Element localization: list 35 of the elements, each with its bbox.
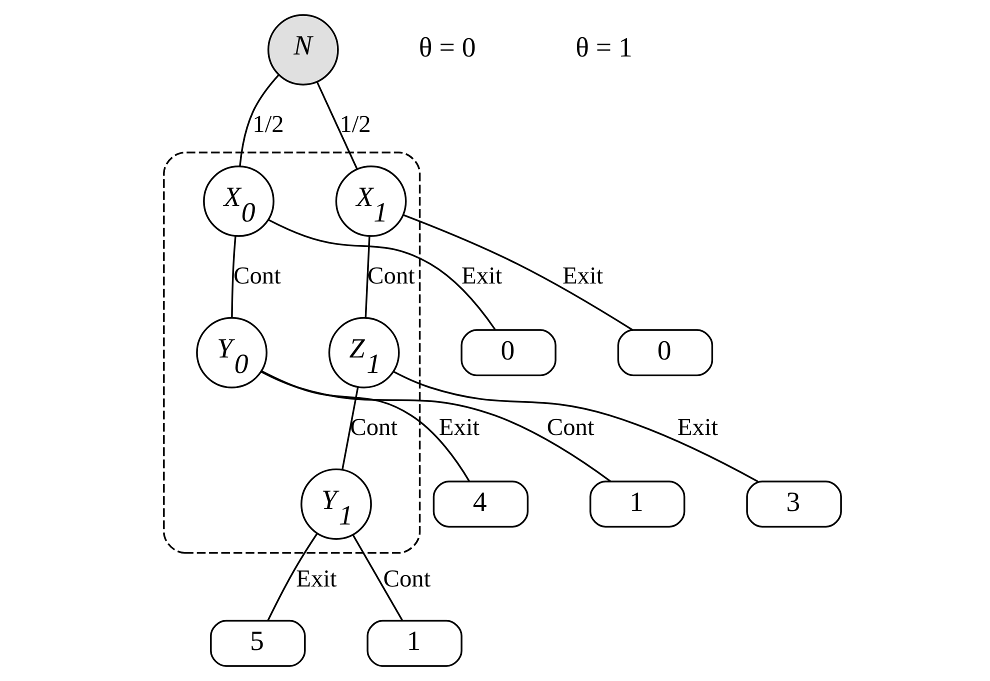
label: θ = 1 [575, 32, 632, 64]
connector [267, 218, 496, 330]
connector [260, 370, 611, 482]
connector [352, 534, 402, 621]
cluster [162, 152, 420, 554]
edge-label: Exit [676, 414, 718, 441]
connector [238, 74, 279, 166]
edge-label: Cont [367, 262, 414, 290]
node-box: 5 [210, 620, 306, 667]
connector [266, 532, 318, 621]
connector [316, 82, 358, 170]
connector [392, 370, 758, 482]
node-box: 1 [589, 480, 685, 528]
node-circle: N [266, 14, 338, 86]
edge-label: Exit [296, 565, 336, 592]
node-box: 4 [432, 480, 528, 528]
label: θ = 0 [418, 32, 476, 64]
edge-label: Cont [350, 414, 398, 441]
edge-label: Exit [438, 414, 480, 441]
edge-label: 1/2 [339, 110, 370, 138]
node-box: 0 [616, 329, 713, 376]
connector [364, 236, 370, 318]
edge-label: Cont [382, 565, 430, 592]
edge-label: 1/2 [252, 110, 284, 138]
node-box: 0 [460, 329, 556, 376]
node-box: 1 [366, 620, 462, 667]
edge-label: Cont [233, 262, 280, 290]
edge-label: Exit [461, 262, 502, 290]
connector [230, 236, 236, 318]
edge-label: Cont [546, 414, 594, 441]
edge-label: Exit [562, 262, 603, 290]
node-box: 3 [746, 480, 842, 528]
connector [260, 370, 470, 482]
connector [402, 214, 632, 331]
connector [341, 387, 358, 470]
